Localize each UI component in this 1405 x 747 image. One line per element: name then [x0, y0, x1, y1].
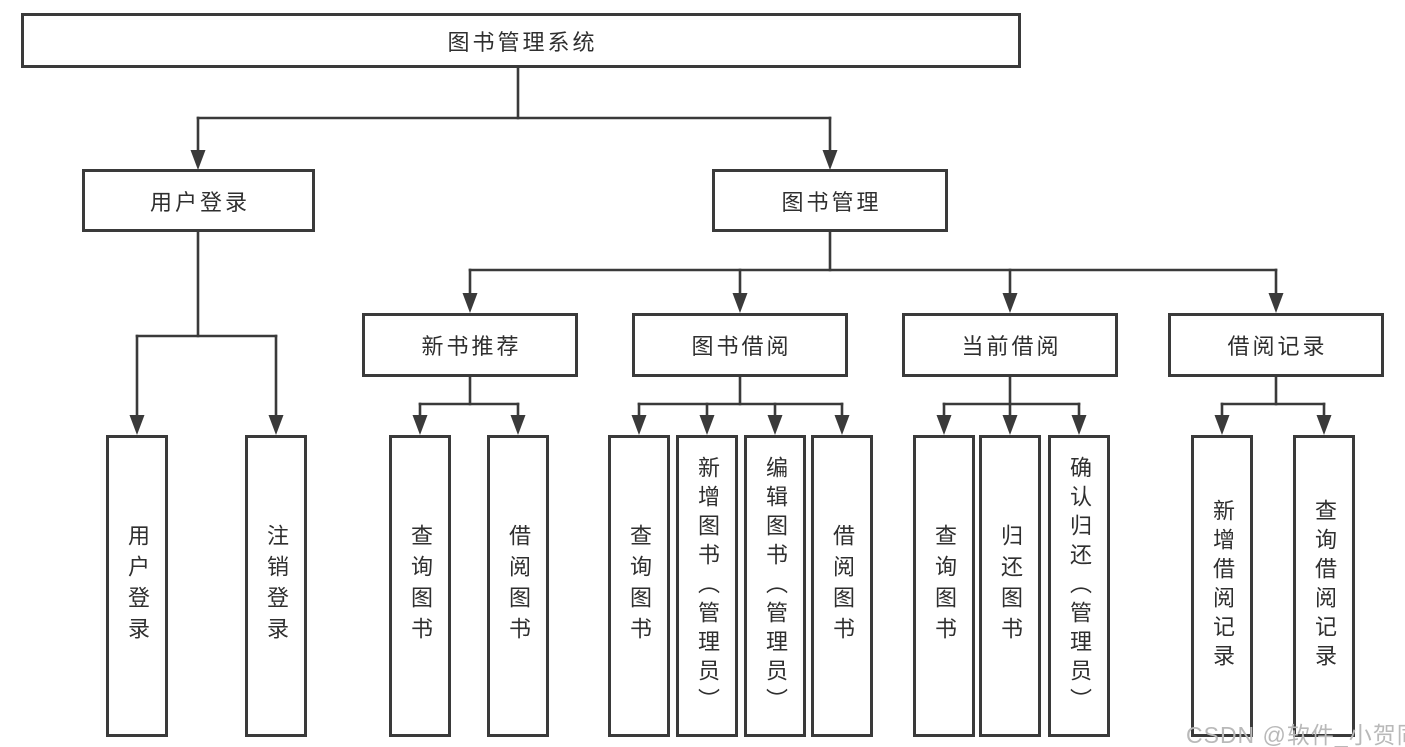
node-label: 当前借阅 [961, 334, 1062, 359]
leaf-borrow-borrow-books: 借阅图书 [811, 435, 873, 737]
node-label: 新书推荐 [421, 334, 522, 359]
node-borrow-records: 借阅记录 [1168, 313, 1384, 377]
node-label: 图书管理系统 [447, 29, 598, 55]
leaf-user-login: 用户登录 [106, 435, 168, 737]
leaf-current-confirm-return-admin: 确认归还（管理员） [1048, 435, 1110, 737]
node-label: 借阅记录 [1227, 334, 1328, 359]
node-label: 新增图书（管理员） [695, 455, 720, 717]
leaf-current-query-books: 查询图书 [913, 435, 975, 737]
leaf-records-add-record: 新增借阅记录 [1191, 435, 1253, 737]
node-label: 确认归还（管理员） [1067, 455, 1092, 717]
leaf-records-query-record: 查询借阅记录 [1293, 435, 1355, 737]
node-label: 归还图书 [998, 524, 1023, 648]
node-label: 查询图书 [627, 524, 652, 648]
node-label: 查询图书 [932, 524, 957, 648]
leaf-logout: 注销登录 [245, 435, 307, 737]
node-book-borrow: 图书借阅 [632, 313, 848, 377]
leaf-borrow-add-books-admin: 新增图书（管理员） [676, 435, 738, 737]
node-user-login: 用户登录 [82, 169, 315, 232]
leaf-current-return-books: 归还图书 [979, 435, 1041, 737]
node-label: 图书管理 [781, 189, 882, 215]
node-label: 编辑图书（管理员） [763, 455, 788, 717]
leaf-borrow-query-books: 查询图书 [608, 435, 670, 737]
node-label: 用户登录 [149, 189, 250, 215]
node-label: 借阅图书 [506, 524, 531, 648]
node-label: 查询借阅记录 [1312, 499, 1337, 673]
node-label: 用户登录 [125, 524, 150, 648]
leaf-newbooks-query-books: 查询图书 [389, 435, 451, 737]
node-current-borrow: 当前借阅 [902, 313, 1118, 377]
node-label: 查询图书 [408, 524, 433, 648]
node-label: 新增借阅记录 [1210, 499, 1235, 673]
node-label: 图书借阅 [691, 334, 792, 359]
csdn-watermark: CSDN @软件_小贺同学 [1186, 722, 1405, 747]
node-label: 借阅图书 [830, 524, 855, 648]
leaf-borrow-edit-books-admin: 编辑图书（管理员） [744, 435, 806, 737]
node-label: 注销登录 [264, 524, 289, 648]
node-new-book-recommend: 新书推荐 [362, 313, 578, 377]
leaf-newbooks-borrow-books: 借阅图书 [487, 435, 549, 737]
node-root-library-system: 图书管理系统 [21, 13, 1021, 68]
node-book-management: 图书管理 [712, 169, 948, 232]
